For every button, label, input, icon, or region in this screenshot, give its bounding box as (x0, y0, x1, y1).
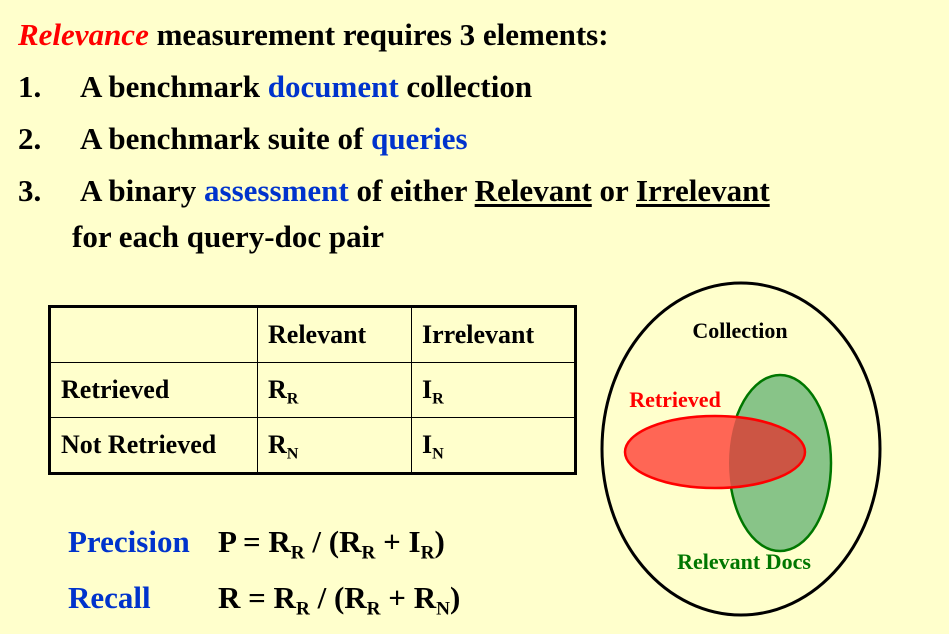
item-text: or (591, 173, 636, 208)
formula-sub: R (290, 542, 305, 564)
item-number: 1. (18, 69, 42, 104)
table-row: Retrieved RR IR (49, 362, 576, 418)
row-label: Retrieved (49, 362, 258, 418)
retrieved-outline (623, 414, 807, 490)
formula-sub: R (366, 598, 381, 620)
cell-main: R (268, 430, 287, 459)
formula-part: + I (375, 524, 421, 559)
table-header-row: Relevant Irrelevant (49, 306, 576, 363)
item-text: A benchmark suite of (80, 121, 372, 156)
item-text: A benchmark (80, 69, 268, 104)
list-item-1: 1. A benchmark document collection (18, 69, 533, 104)
table-header-cell (49, 306, 258, 363)
table-cell: IN (411, 417, 576, 474)
item-highlight: queries (371, 121, 468, 156)
cell-sub: N (432, 445, 444, 463)
item-text: of either (348, 173, 475, 208)
formula-part: / (R (304, 524, 362, 559)
heading-rest: measurement requires 3 elements: (148, 17, 609, 52)
row-label: Not Retrieved (49, 417, 258, 474)
formula-part: P = R (218, 524, 291, 559)
formula-part: ) (434, 524, 445, 559)
item-text: collection (398, 69, 533, 104)
item-highlight: document (267, 69, 399, 104)
cell-sub: N (286, 445, 299, 463)
venn-diagram: Collection Retrieved Relevant Docs (600, 281, 882, 617)
cell-sub: R (432, 390, 444, 408)
recall-label: Recall (68, 580, 151, 615)
formula-sub: R (420, 542, 435, 564)
table-header-cell: Irrelevant (411, 306, 576, 363)
formula-part: ) (449, 580, 461, 615)
heading-term: Relevance (18, 17, 149, 52)
relevant-docs-label: Relevant Docs (677, 549, 811, 574)
formula-part: + R (380, 580, 437, 615)
item-highlight: assessment (204, 173, 349, 208)
table-cell: IR (411, 362, 576, 418)
formula-part: R = R (218, 580, 296, 615)
formula-sub: N (436, 598, 450, 620)
contingency-table: Relevant Irrelevant Retrieved RR IR Not … (48, 305, 577, 475)
cell-main: R (268, 375, 287, 404)
cell-main: I (422, 375, 433, 404)
table-cell: RR (257, 362, 412, 418)
overlap-region (729, 416, 805, 488)
item-underlined-relevant: Relevant (474, 173, 592, 208)
formula-sub: R (295, 598, 310, 620)
list-item-3: 3. A binary assessment of either Relevant… (18, 173, 770, 208)
item-text: A binary (80, 173, 205, 208)
cell-sub: R (286, 390, 299, 408)
formula-part: / (R (309, 580, 367, 615)
list-item-2: 2. A benchmark suite of queries (18, 121, 468, 156)
formula-sub: R (361, 542, 376, 564)
collection-ellipse (600, 281, 882, 617)
precision-label: Precision (68, 524, 190, 559)
cell-main: I (422, 430, 433, 459)
table-cell: RN (257, 417, 412, 474)
item-number: 3. (18, 173, 42, 208)
list-item-3-continuation: for each query-doc pair (72, 219, 384, 254)
item-number: 2. (18, 121, 42, 156)
heading: Relevance measurement requires 3 element… (18, 17, 609, 52)
table-header-cell: Relevant (257, 306, 412, 363)
collection-label: Collection (692, 318, 787, 343)
table-row: Not Retrieved RN IN (49, 417, 576, 474)
item-underlined-irrelevant: Irrelevant (635, 173, 770, 208)
retrieved-label: Retrieved (629, 387, 721, 412)
